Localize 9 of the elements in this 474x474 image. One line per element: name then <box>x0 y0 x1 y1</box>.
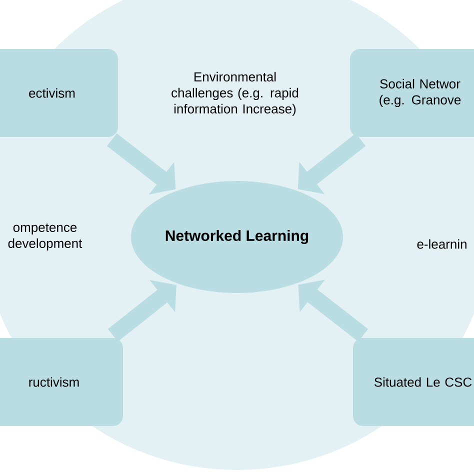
block-arrow <box>108 280 176 342</box>
note-text: e-learnin <box>417 239 466 249</box>
note-text: Environmental challenges (e.g. rapid information Increase) <box>172 72 298 116</box>
concept-box: ructivism <box>0 338 123 426</box>
concept-box: ectivism <box>0 49 118 137</box>
block-arrow <box>298 133 366 194</box>
concept-box: Social Networ (e.g. Granove <box>350 49 474 137</box>
concept-box: Situated Le CSC <box>353 338 474 426</box>
note-text: ompetence development <box>8 223 82 251</box>
